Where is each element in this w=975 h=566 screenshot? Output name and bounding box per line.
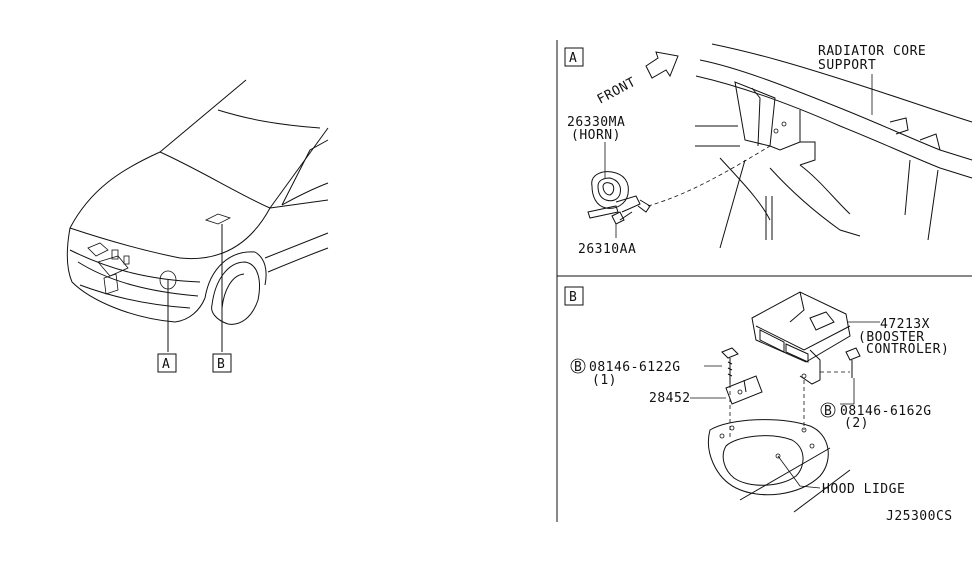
panel-a-tag: A — [569, 51, 577, 66]
booster-name-line1: (BOOSTER — [858, 330, 925, 345]
horn-part-number: 26330MA — [567, 115, 625, 130]
panel-a-tag-box — [564, 47, 584, 67]
bolt1-qty: (1) — [592, 373, 617, 388]
bracket-part-number: 28452 — [649, 391, 691, 406]
front-arrow-icon — [645, 51, 679, 79]
bolt2-leader-line — [840, 378, 855, 405]
horn-assembly-dashed-line — [647, 145, 771, 207]
bolt1-part-number: 08146-6122G — [589, 360, 681, 375]
bolt2-icon — [845, 347, 861, 378]
booster-controller-drawing — [751, 291, 851, 385]
panel-frame — [556, 40, 972, 522]
callout-b-label: B — [217, 357, 225, 372]
radiator-label-line2: SUPPORT — [818, 58, 876, 73]
radiator-core-support-drawing — [695, 43, 973, 249]
callout-b-box — [212, 353, 232, 373]
horn-name: (HORN) — [571, 128, 621, 143]
panel-b-tag-box — [564, 286, 584, 306]
callout-a-box — [157, 353, 177, 373]
car-overview-drawing — [66, 79, 329, 352]
panel-b-tag: B — [569, 290, 577, 305]
horn-drawing — [587, 171, 651, 219]
front-label: FRONT — [595, 75, 639, 108]
bolt2-marker: B — [824, 404, 832, 419]
bolt2-marker-circle — [820, 402, 836, 418]
hood-ledge-label: HOOD LIDGE — [822, 482, 905, 497]
bolt2-qty: (2) — [844, 416, 869, 431]
callout-a-label: A — [162, 357, 170, 372]
bolt-part-number: 26310AA — [578, 242, 636, 257]
booster-part-number: 47213X — [880, 317, 930, 332]
booster-name-line2: CONTROLER) — [866, 342, 949, 357]
bolt1-icon — [721, 347, 739, 384]
bolt2-part-number: 08146-6162G — [840, 404, 932, 419]
diagram-code: J25300CS — [886, 509, 953, 524]
bolt1-marker-circle — [570, 358, 586, 374]
bracket-drawing — [725, 375, 763, 405]
radiator-label-line1: RADIATOR CORE — [818, 44, 926, 59]
hood-ledge-drawing — [708, 419, 851, 513]
bolt1-marker: B — [574, 360, 582, 375]
bolt-icon — [611, 211, 633, 225]
hood-ledge-leader-line — [777, 455, 821, 489]
